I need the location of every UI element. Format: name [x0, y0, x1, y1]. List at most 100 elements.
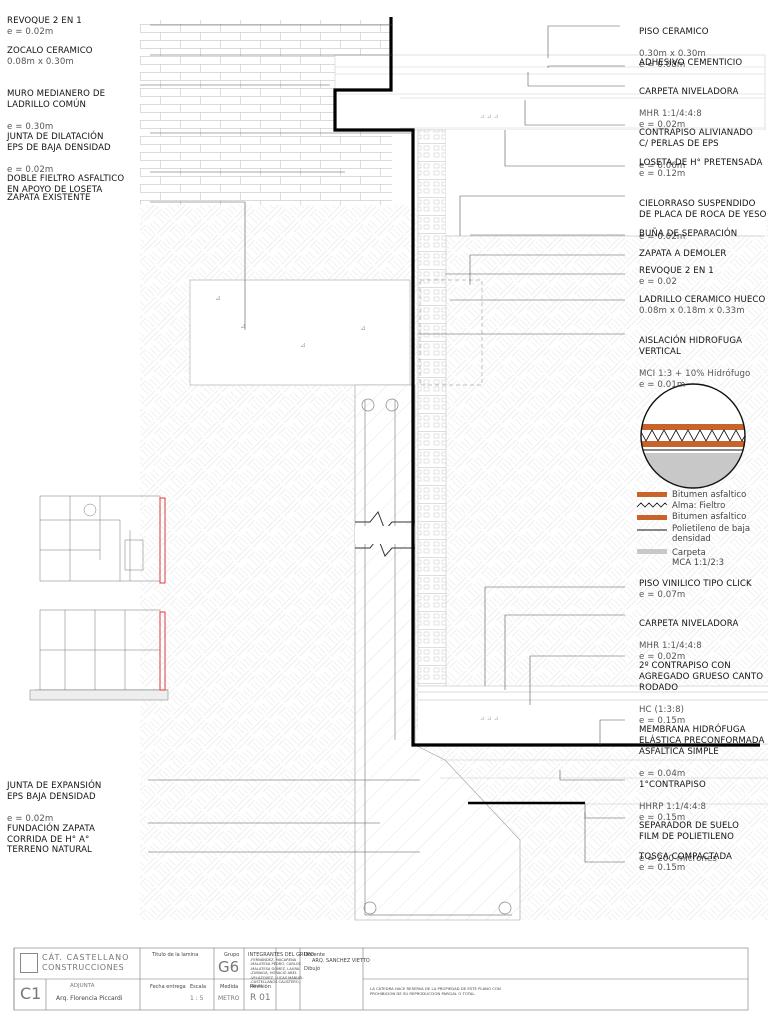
escala-label: Escala [190, 984, 207, 990]
svg-text:⊿: ⊿ [240, 322, 246, 330]
label-title: BUÑA DE SEPARACIÓN [639, 229, 738, 239]
integrantes-list: -FERNÁNDEZ, MACARENA -MALATESA PEDRO, CA… [250, 958, 304, 989]
escala-value: 1 : 5 [190, 995, 204, 1002]
label-title: FUNDACIÓN ZAPATA CORRIDA DE H° A° [7, 824, 95, 845]
disclaimer: LA CÁTEDRA HACE RESERVA DE LA PROPIEDAD … [370, 986, 501, 996]
label-title: CARPETA NIVELADORA [639, 87, 739, 97]
svg-text:⊿: ⊿ [215, 294, 221, 302]
label-spec: 0.08m x 0.18m x 0.33m [639, 306, 745, 316]
label-spec: HHRP 1:1/4:4:8 e = 0.15m [639, 802, 707, 823]
titulo-label: Titulo de la lamina [152, 952, 199, 958]
label-adhesivo: ADHESIVO CEMENTICIO [639, 58, 742, 69]
label-spec: 0.08m x 0.30m [7, 57, 74, 67]
svg-text:⊿: ⊿ [360, 324, 366, 332]
label-spec: e = 0.02 [639, 277, 677, 287]
label-spec: MCI 1:3 + 10% Hidrófugo e = 0.01m [639, 369, 751, 390]
label-title: MURO MEDIANERO DE LADRILLO COMÚN [7, 89, 106, 110]
label-primer-contrapiso: 1°CONTRAPISO HHRP 1:1/4:4:8 e = 0.15m [639, 769, 706, 835]
sheet-code: C1 [20, 984, 42, 1003]
label-title: SEPARADOR DE SUELO FILM DE POLIETILENO [639, 821, 739, 842]
docente-label: Docente [304, 952, 325, 958]
label-zocalo: ZOCALO CERAMICO 0.08m x 0.30m [7, 46, 93, 68]
label-carpeta-niveladora-top: CARPETA NIVELADORA MHR 1:1/4:4:8 e = 0.0… [639, 76, 738, 142]
role-label: ADJUNTA [70, 983, 95, 989]
label-piso-ceramico: PISO CERAMICO 0.30m x 0.30m e = 0.08m [639, 16, 709, 82]
label-aislacion-hidrofuga: AISLACIÓN HIDROFUGA VERTICAL MCI 1:3 + 1… [639, 325, 750, 402]
label-fundacion-zapata: FUNDACIÓN ZAPATA CORRIDA DE H° A° [7, 813, 95, 868]
label-title: REVOQUE 2 EN 1 [639, 266, 714, 276]
label-revoque-left: REVOQUE 2 EN 1 e = 0.02m [7, 16, 82, 38]
revision-value: R 01 [250, 993, 271, 1003]
label-spec: e = 0.02m [7, 27, 54, 37]
label-spec: e = 0.02m [7, 814, 54, 824]
label-spec: MHR 1:1/4:4:8 e = 0.02m [639, 109, 702, 130]
label-spec: e = 0.02m [7, 165, 54, 175]
label-junta-dilatacion: JUNTA DE DILATACIÓN EPS DE BAJA DENSIDAD… [7, 121, 111, 187]
svg-text:⊿: ⊿ [300, 341, 306, 349]
label-title: AISLACIÓN HIDROFUGA VERTICAL [639, 336, 743, 357]
label-title: CIELORRASO SUSPENDIDO DE PLACA DE ROCA D… [639, 199, 767, 220]
label-title: TOSCA COMPACTADA [639, 852, 733, 862]
label-spec: e = 0.06m [639, 161, 686, 171]
label-muro-medianero: MURO MEDIANERO DE LADRILLO COMÚN e = 0.3… [7, 78, 105, 144]
label-title: 2º CONTRAPISO CON AGREGADO GRUESO CANTO … [639, 661, 764, 693]
label-spec: e = 0.04m [639, 769, 686, 779]
svg-text:⊿ ⊿ ⊿: ⊿ ⊿ ⊿ [480, 113, 499, 120]
label-spec: 0.30m x 0.30m e = 0.08m [639, 49, 706, 70]
docente-value: ARQ. SANCHEZ VIETTO [312, 958, 370, 964]
label-spec: e = 200 micrones [639, 854, 717, 864]
label-revoque-right: REVOQUE 2 EN 1 e = 0.02 [639, 266, 714, 288]
label-segundo-contrapiso: 2º CONTRAPISO CON AGREGADO GRUESO CANTO … [639, 650, 763, 738]
institution-line1: CÁT. CASTELLANO [42, 953, 130, 962]
label-title: LADRILLO CERAMICO HUECO [639, 295, 766, 305]
integrantes-label: INTEGRANTES DEL GRUPO [248, 952, 315, 958]
legend-bitumen-top: Bitumen asfaltico [672, 490, 747, 500]
label-title: CARPETA NIVELADORA [639, 619, 739, 629]
label-title: ZAPATA A DEMOLER [639, 249, 727, 259]
label-title: ZOCALO CERAMICO [7, 46, 93, 56]
label-title: REVOQUE 2 EN 1 [7, 16, 82, 26]
medida-label: Medida [220, 984, 239, 990]
label-title: CONTRAPISO ALIVIANADO C/ PERLAS DE EPS [639, 128, 753, 149]
legend-bitumen-bottom: Bitumen asfaltico [672, 512, 747, 522]
label-spec: e = 0.07m [639, 590, 686, 600]
label-tosca: TOSCA COMPACTADA e = 0.15m [639, 852, 732, 874]
label-separador-suelo: SEPARADOR DE SUELO FILM DE POLIETILENO e… [639, 810, 739, 876]
label-cielorraso: CIELORRASO SUSPENDIDO DE PLACA DE ROCA D… [639, 188, 767, 254]
label-zapata-existente: ZAPATA EXISTENTE [7, 193, 91, 204]
label-spec: e = 0.15m [639, 863, 686, 873]
legend-carpeta: Carpeta MCA 1:1/2:3 [672, 548, 725, 568]
label-spec: MHR 1:1/4:4:8 e = 0.02m [639, 641, 702, 662]
label-spec: HC (1:3:8) e = 0.15m [639, 705, 686, 726]
label-title: ZAPATA EXISTENTE [7, 193, 91, 203]
label-doble-fieltro: DOBLE FIELTRO ASFALTICO EN APOYO DE LOSE… [7, 163, 124, 218]
label-spec: e = 0.12m [639, 169, 686, 179]
label-title: PISO VINILICO TIPO CLICK [639, 579, 752, 589]
legend-polietileno: Polietileno de baja densidad [672, 524, 751, 544]
label-title: DOBLE FIELTRO ASFALTICO EN APOYO DE LOSE… [7, 174, 125, 195]
label-spec: e = 0.02m [639, 232, 686, 242]
label-title: ADHESIVO CEMENTICIO [639, 58, 743, 68]
label-carpeta-niveladora-bottom: CARPETA NIVELADORA MHR 1:1/4:4:8 e = 0.0… [639, 608, 738, 674]
label-zapata-demoler: ZAPATA A DEMOLER [639, 249, 726, 260]
label-piso-vinilico: PISO VINILICO TIPO CLICK e = 0.07m [639, 579, 752, 601]
label-title: LOSETA DE H° PRETENSADA [639, 158, 763, 168]
label-spec: e = 0.30m [7, 122, 54, 132]
label-buna: BUÑA DE SEPARACIÓN [639, 229, 737, 240]
svg-text:⊿ ⊿ ⊿: ⊿ ⊿ ⊿ [480, 715, 499, 722]
label-title: JUNTA DE EXPANSIÓN EPS BAJA DENSIDAD [7, 781, 102, 802]
legend-alma: Alma: Fieltro [672, 501, 726, 511]
label-title: TERRENO NATURAL [7, 845, 92, 855]
fecha-label: Fecha entrega [150, 984, 186, 990]
label-ladrillo-hueco: LADRILLO CERAMICO HUECO 0.08m x 0.18m x … [639, 295, 765, 317]
label-terreno-natural: TERRENO NATURAL [7, 845, 92, 856]
label-title: MEMBRANA HIDRÓFUGA ELÁSTICA PRECONFORMAD… [639, 725, 765, 757]
label-junta-expansion: JUNTA DE EXPANSIÓN EPS BAJA DENSIDAD e =… [7, 770, 101, 836]
grupo-value: G6 [218, 958, 240, 976]
adjunta-name: Arq. Florencia Piccardi [56, 995, 123, 1002]
label-loseta: LOSETA DE H° PRETENSADA e = 0.12m [639, 158, 762, 180]
label-title: PISO CERAMICO [639, 27, 709, 37]
label-title: JUNTA DE DILATACIÓN EPS DE BAJA DENSIDAD [7, 132, 111, 153]
